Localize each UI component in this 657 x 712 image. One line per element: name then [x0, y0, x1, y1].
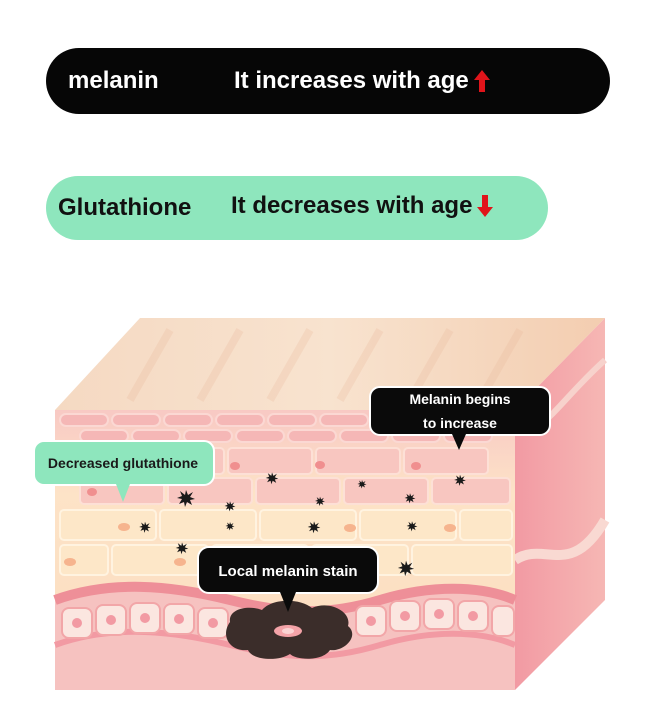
callout-local-melanin-stain: Local melanin stain: [197, 546, 379, 612]
melanin-trend-text: It increases with age: [234, 67, 469, 94]
callout-decreased-glutathione: Decreased glutathione: [33, 440, 215, 502]
glutathione-trend: It decreases with age: [231, 192, 494, 220]
callout-melanin-increase: Melanin begins to increase: [369, 386, 551, 450]
glutathione-row: Glutathione It decreases with age: [46, 176, 548, 240]
melanin-row: melanin It increases with age: [46, 48, 610, 114]
callout-glutathione-text: Decreased glutathione: [48, 455, 198, 471]
glutathione-label: Glutathione: [58, 194, 192, 221]
skin-cross-section-diagram: Melanin begins to increase Decreased glu…: [33, 318, 610, 690]
melanin-label: melanin: [68, 67, 159, 94]
arrow-down-icon: [477, 195, 494, 217]
melanin-trend: It increases with age: [234, 67, 491, 95]
callout-melanin-line2: to increase: [423, 415, 497, 431]
basal-cells: [61, 598, 515, 639]
callout-stain-text: Local melanin stain: [218, 563, 357, 580]
callout-melanin-line1: Melanin begins: [409, 391, 510, 407]
glutathione-trend-text: It decreases with age: [231, 192, 473, 219]
arrow-up-icon: [473, 70, 490, 92]
